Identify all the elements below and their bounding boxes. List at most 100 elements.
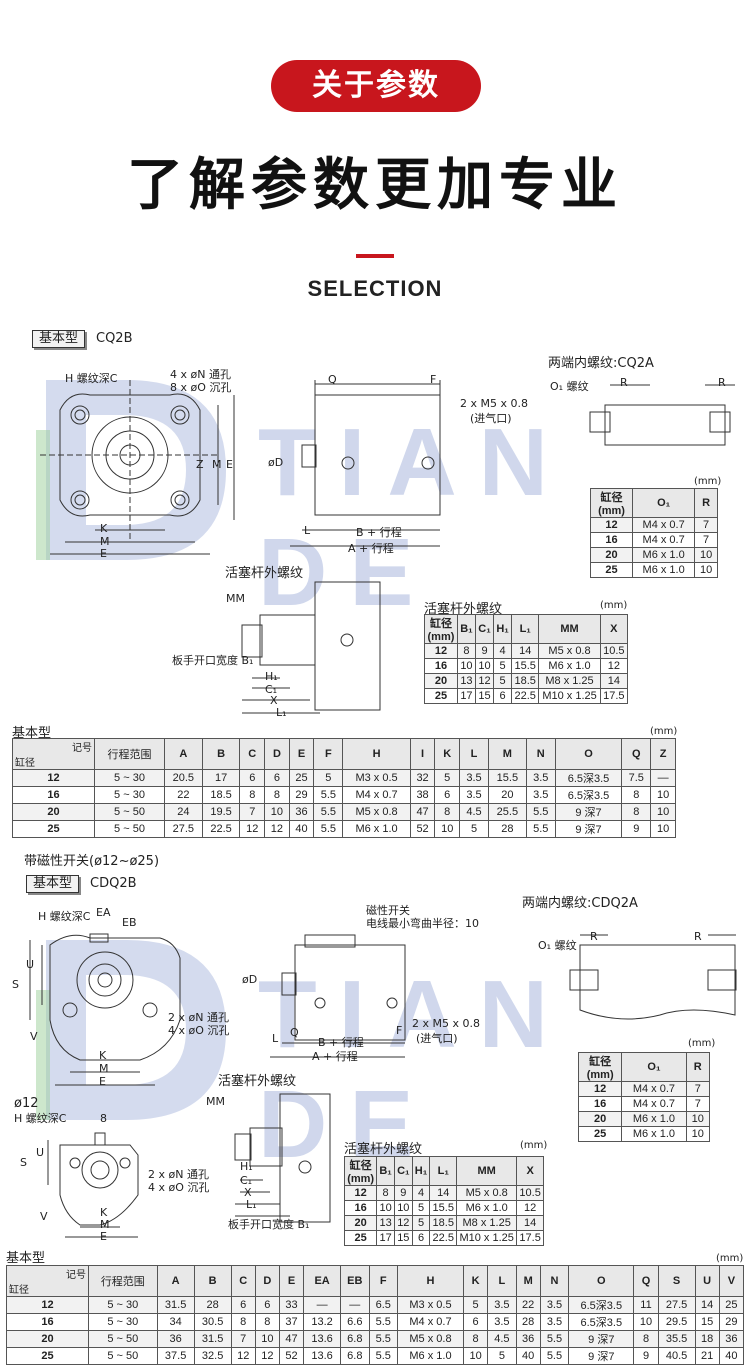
- table-cell: 27.5: [163, 820, 203, 838]
- table-corner-cell: 记号缸径: [12, 738, 95, 770]
- cdq2b-d12-n-holes: 2 x øN 通孔: [148, 1168, 209, 1181]
- table-cell: 7.5: [621, 769, 652, 787]
- table-header-cell: D: [254, 1265, 280, 1297]
- table-cell: 5.5: [525, 803, 556, 821]
- table-cell: 5.5: [313, 786, 344, 804]
- table-cell: 52: [278, 1347, 305, 1365]
- table-cell: 29: [288, 786, 315, 804]
- table-cell: 10: [633, 1313, 659, 1331]
- cdq2b-section-heading: 带磁性开关(ø12~ø25): [24, 854, 160, 869]
- table-cell: 12: [424, 643, 458, 659]
- table-header-cell: V: [718, 1265, 745, 1297]
- cdq2b-e-label: E: [99, 1075, 106, 1088]
- table-header-cell: B₁: [456, 614, 476, 644]
- table-cell: 3.5: [539, 1313, 570, 1331]
- table-header-cell: H: [342, 738, 411, 770]
- table-cell: 13.6: [303, 1347, 342, 1365]
- table-header-cell: E: [278, 1265, 305, 1297]
- table-cell: —: [303, 1296, 342, 1314]
- table-cell: —: [650, 769, 676, 787]
- table-cell: 11: [633, 1296, 659, 1314]
- table-header-cell: N: [539, 1265, 570, 1297]
- table-header-cell: R: [694, 488, 718, 518]
- table-cell: 17: [456, 688, 476, 704]
- table-cell: 20: [6, 1330, 89, 1348]
- cdq2b-m-label: M: [99, 1062, 109, 1075]
- table-cell: 5 ~ 30: [94, 769, 165, 787]
- cq2b-inner-title: 两端内螺纹:CQ2A: [548, 356, 654, 371]
- table-cell: 8: [434, 803, 461, 821]
- table-cell: 7: [694, 532, 718, 548]
- table-cell: M3 x 0.5: [396, 1296, 465, 1314]
- table-cell: 6: [493, 688, 513, 704]
- table-cell: 9: [474, 643, 495, 659]
- table-cell: M6 x 1.0: [632, 562, 696, 578]
- table-cell: 28: [515, 1313, 541, 1331]
- table-header-cell: H₁: [411, 1156, 431, 1186]
- cdq2b-front-view-drawing: [29, 933, 181, 1086]
- table-cell: 15: [694, 1313, 720, 1331]
- table-cell: 9 深7: [568, 1330, 635, 1348]
- table-cell: M5 x 0.8: [342, 803, 411, 821]
- table-cell: 5: [487, 1347, 517, 1365]
- table-header-cell: R: [685, 1052, 711, 1082]
- table-cell: 31.5: [193, 1330, 232, 1348]
- table-cell: 12: [516, 1200, 544, 1216]
- table-cell: 14: [429, 1185, 458, 1201]
- table-cell: 5 ~ 50: [94, 820, 165, 838]
- table-cell: 40: [515, 1347, 541, 1365]
- table-cell: M6 x 1.0: [621, 1126, 687, 1142]
- table-header-cell: X: [599, 614, 629, 644]
- table-cell: M4 x 0.7: [342, 786, 411, 804]
- cq2b-main-unit: (mm): [650, 726, 678, 737]
- table-cell: 20: [424, 673, 458, 689]
- cdq2b-bend-label: 电线最小弯曲半径：10: [366, 917, 479, 930]
- table-cell: 5 ~ 50: [88, 1330, 158, 1348]
- table-cell: 5.5: [313, 820, 344, 838]
- cdq2b-inner-drawing: [569, 934, 737, 1020]
- cq2b-e2-label: E: [226, 458, 233, 471]
- table-cell: 14: [511, 643, 540, 659]
- table-cell: 22.5: [201, 820, 241, 838]
- table-cell: 37: [278, 1313, 305, 1331]
- table-cell: M4 x 0.7: [621, 1081, 687, 1097]
- table-cell: 18.5: [201, 786, 241, 804]
- table-header-cell: S: [657, 1265, 696, 1297]
- table-cell: 3.5: [539, 1296, 570, 1314]
- table-header-cell: B: [201, 738, 241, 770]
- table-header-cell: C₁: [393, 1156, 413, 1186]
- table-cell: 38: [409, 786, 436, 804]
- cq2b-n-holes-label: 4 x øN 通孔: [170, 368, 231, 381]
- table-cell: 5: [493, 658, 513, 674]
- cdq2b-main-unit: (mm): [716, 1253, 744, 1264]
- cq2b-h-thread-label: H 螺纹深C: [65, 372, 118, 385]
- cq2b-mm-label: MM: [226, 592, 245, 605]
- table-cell: 24: [163, 803, 203, 821]
- corner-label-top: 记号: [72, 743, 92, 754]
- table-header-cell: O₁: [632, 488, 696, 518]
- cdq2b-switch-label: 磁性开关: [366, 904, 410, 917]
- cdq2b-d12-o-counter: 4 x øO 沉孔: [148, 1181, 210, 1194]
- cq2b-m-label: M: [100, 535, 110, 548]
- table-cell: 10: [685, 1126, 711, 1142]
- table-cell: 5.5: [539, 1330, 570, 1348]
- table-header-cell: K: [463, 1265, 489, 1297]
- cdq2b-f-label: F: [396, 1024, 403, 1037]
- table-cell: M6 x 1.0: [538, 658, 601, 674]
- table-cell: 16: [6, 1313, 89, 1331]
- cdq2b-l1-label: L₁: [246, 1198, 257, 1211]
- table-cell: 9 深7: [568, 1347, 635, 1365]
- cdq2b-ea-label: EA: [96, 906, 111, 919]
- cq2b-f-label: F: [430, 373, 437, 386]
- table-cell: 5: [434, 769, 461, 787]
- table-cell: 36: [718, 1330, 745, 1348]
